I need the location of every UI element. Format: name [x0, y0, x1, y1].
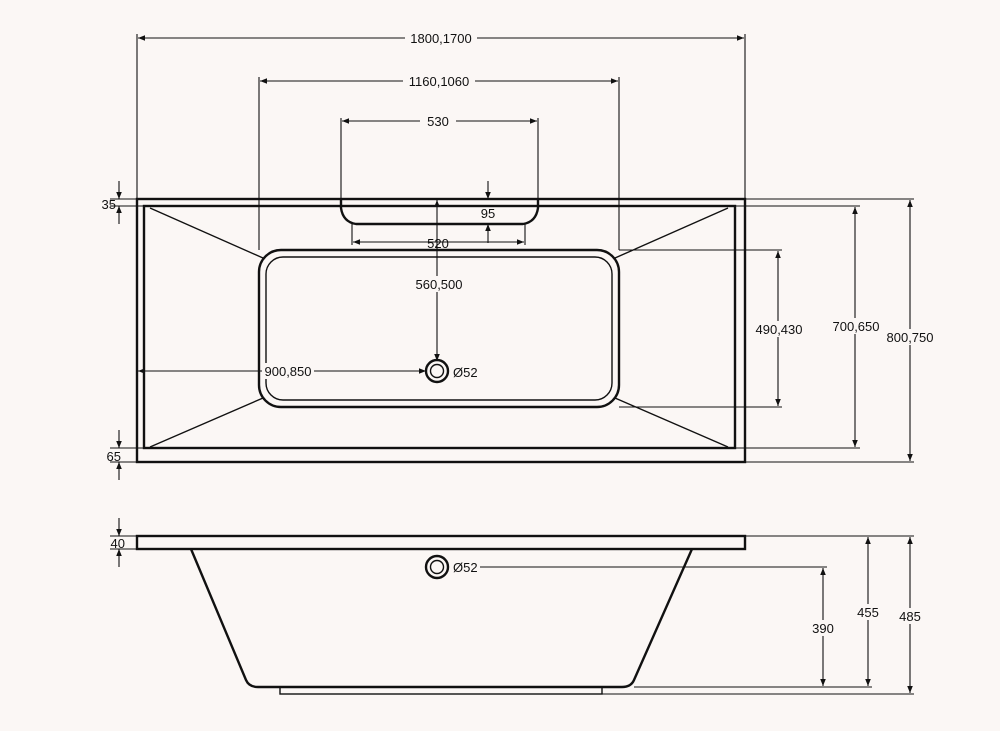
label-rim-thickness: 40 [111, 536, 125, 551]
headrest-extension [340, 118, 539, 245]
label-basin-width: 490,430 [756, 322, 803, 337]
label-inner-width: 700,650 [833, 319, 880, 334]
label-headrest-width: 530 [427, 114, 449, 129]
label-tub-height: 455 [857, 605, 879, 620]
tub-body-side [189, 548, 694, 689]
headrest-notch [339, 199, 540, 226]
label-drain-diameter: Ø52 [453, 365, 478, 380]
label-overflow-diameter: Ø52 [453, 560, 478, 575]
label-rim-top: 35 [102, 197, 116, 212]
label-headrest-inner-width: 520 [427, 236, 449, 251]
drain-inner [429, 363, 445, 379]
slope-line [149, 397, 264, 448]
tub-outer-outline [135, 197, 747, 464]
slope-line [614, 397, 729, 448]
top-view: 1800,1700 1160,1060 530 520 95 35 65 560… [102, 30, 936, 480]
label-basin-length: 1160,1060 [409, 74, 470, 89]
label-rim-bottom: 65 [107, 449, 121, 464]
label-overflow-height: 390 [812, 621, 834, 636]
tub-base-plate [279, 686, 603, 695]
label-drain-from-top: 560,500 [416, 277, 463, 292]
label-overall-height: 485 [899, 609, 921, 624]
label-overall-length: 1800,1700 [410, 31, 471, 46]
side-extension-lines [110, 535, 914, 695]
basin-outer [257, 248, 621, 409]
tub-rim-side [135, 534, 747, 551]
overflow-icon [424, 554, 450, 580]
overflow-inner [429, 559, 445, 575]
side-view: Ø52 40 390 455 485 [110, 518, 925, 695]
label-headrest-depth: 95 [481, 206, 495, 221]
label-overall-width: 800,750 [887, 330, 934, 345]
label-drain-from-left: 900,850 [265, 364, 312, 379]
slope-line [149, 207, 264, 259]
drain-icon [424, 358, 450, 384]
extension-lines [110, 34, 914, 463]
